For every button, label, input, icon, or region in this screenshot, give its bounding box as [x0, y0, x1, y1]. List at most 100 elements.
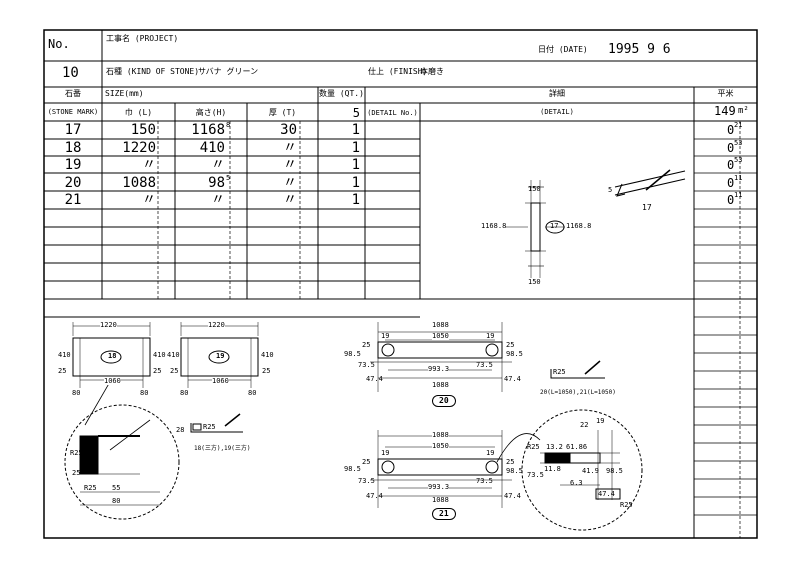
row-mark: 17	[64, 122, 82, 138]
row-qty: 1	[351, 174, 360, 191]
row-thick: 〃	[283, 139, 297, 156]
note-18-19: 18(三方),19(三方)	[194, 445, 251, 452]
det-6186: 61.86	[566, 443, 588, 451]
d20-tag: 20	[432, 395, 456, 407]
row-area-sup: 21	[734, 121, 743, 129]
d19-side-right: 410	[261, 351, 274, 359]
row-qty: 1	[351, 192, 360, 209]
d17-height-right: 1168.8	[566, 222, 592, 230]
d19-margin-left: 80	[180, 389, 189, 397]
panel-18-drawing	[72, 322, 151, 388]
d21-19a: 19	[381, 449, 390, 457]
row-height: 〃	[211, 157, 225, 174]
d20-total: 1088	[432, 321, 449, 329]
det-22: 22	[580, 421, 589, 429]
d21-735b: 73.5	[476, 477, 493, 485]
d18-inner: 1060	[104, 377, 121, 385]
row-area-sup: 11	[734, 173, 743, 182]
d20-474b: 47.4	[504, 375, 521, 383]
detail-17-profile	[614, 169, 686, 197]
d21-735a: 73.5	[358, 477, 375, 485]
d18-edge-right: 25	[153, 367, 162, 375]
d21-474b: 47.4	[504, 492, 521, 500]
corner-r25-small	[190, 413, 243, 433]
d20-985a: 98.5	[344, 350, 361, 358]
d20-mid: 993.3	[428, 365, 450, 373]
col-size: SIZE(mm)	[105, 89, 144, 98]
col-mark-en: (STONE MARK)	[47, 108, 99, 116]
det-474: 47.4	[598, 490, 615, 498]
row-area: 0	[727, 193, 735, 208]
row-qty: 1	[351, 122, 360, 138]
d21-bottom: 1088	[432, 496, 449, 504]
date-value: 1995 9 6	[608, 42, 671, 57]
edge-detail-circle	[521, 409, 643, 531]
det-985: 98.5	[606, 467, 623, 475]
det-132: 13.2	[546, 443, 563, 451]
row-area: 0	[727, 158, 735, 173]
row-width: 1220	[122, 139, 156, 156]
d21-mid: 993.3	[428, 483, 450, 491]
det-118: 11.8	[544, 465, 561, 473]
panel-20-drawing	[370, 322, 512, 392]
d18-width: 1220	[100, 321, 117, 329]
d21-total: 1088	[432, 431, 449, 439]
d18-side-right: 410	[153, 351, 166, 359]
detail-17-drawing	[505, 180, 565, 278]
d20-bottom: 1088	[432, 381, 449, 389]
d21-985b: 98.5	[506, 467, 523, 475]
no-value: 10	[62, 65, 79, 81]
d19-edge-left: 25	[170, 367, 179, 375]
row-thick: 〃	[283, 192, 297, 209]
col-area-total: 149	[714, 104, 736, 118]
col-height: 高さ(H)	[195, 108, 227, 117]
d19-tag: 19	[216, 352, 225, 360]
col-qty-total: 5	[352, 106, 360, 120]
row-thick: 30	[280, 122, 297, 138]
kind-label: 石種 (KIND OF STONE)	[106, 67, 200, 76]
d19-edge-right: 25	[262, 367, 271, 375]
row-qty: 1	[351, 139, 360, 156]
row-mark: 21	[64, 192, 82, 209]
det-735: 73.5	[527, 471, 544, 479]
corner-r25-2: R25	[203, 423, 216, 431]
note-20-21: 20(L=1050),21(L=1050)	[540, 389, 616, 396]
row-area-sup: 53	[734, 138, 743, 147]
d20-25b: 25	[506, 341, 515, 349]
d17-side-five: 5	[608, 186, 613, 194]
col-area-jp: 平米	[717, 89, 734, 98]
row-height: 〃	[211, 192, 225, 209]
d20-19b: 19	[486, 332, 495, 340]
corner-edge: 25	[72, 469, 81, 477]
d18-edge-left: 25	[58, 367, 67, 375]
d21-985a: 98.5	[344, 465, 361, 473]
d18-side-left: 410	[58, 351, 71, 359]
finish-value: 本磨き	[420, 67, 444, 76]
row-area: 0	[727, 140, 735, 155]
row-width: 150	[130, 122, 156, 138]
d21-inner: 1050	[432, 442, 449, 450]
kind-value: サバナ グリーン	[198, 67, 259, 76]
row-area-sup: 11	[734, 191, 743, 200]
d20-985b: 98.5	[506, 350, 523, 358]
d17-width-bottom: 150	[528, 278, 541, 286]
d21-25b: 25	[506, 458, 515, 466]
no-label: No.	[48, 37, 70, 51]
row-width: 1088	[122, 174, 156, 191]
row-mark: 18	[64, 139, 82, 156]
row-width: 〃	[142, 192, 156, 209]
col-detail-jp: 詳細	[549, 89, 565, 98]
col-mark-jp: 石番	[65, 89, 81, 98]
det-63: 6.3	[570, 479, 583, 487]
d20-735b: 73.5	[476, 361, 493, 369]
col-detail-no: (DETAIL No.)	[367, 109, 418, 117]
d18-tag: 18	[108, 352, 117, 360]
corner-w: 55	[112, 484, 121, 492]
corner-28: 28	[176, 426, 185, 434]
corner-detail-circle	[64, 404, 180, 520]
corner-r25-right	[550, 360, 605, 379]
d20-474a: 47.4	[366, 375, 383, 383]
col-width: 巾 (L)	[124, 108, 153, 117]
col-thick: 厚 (T)	[268, 108, 297, 117]
